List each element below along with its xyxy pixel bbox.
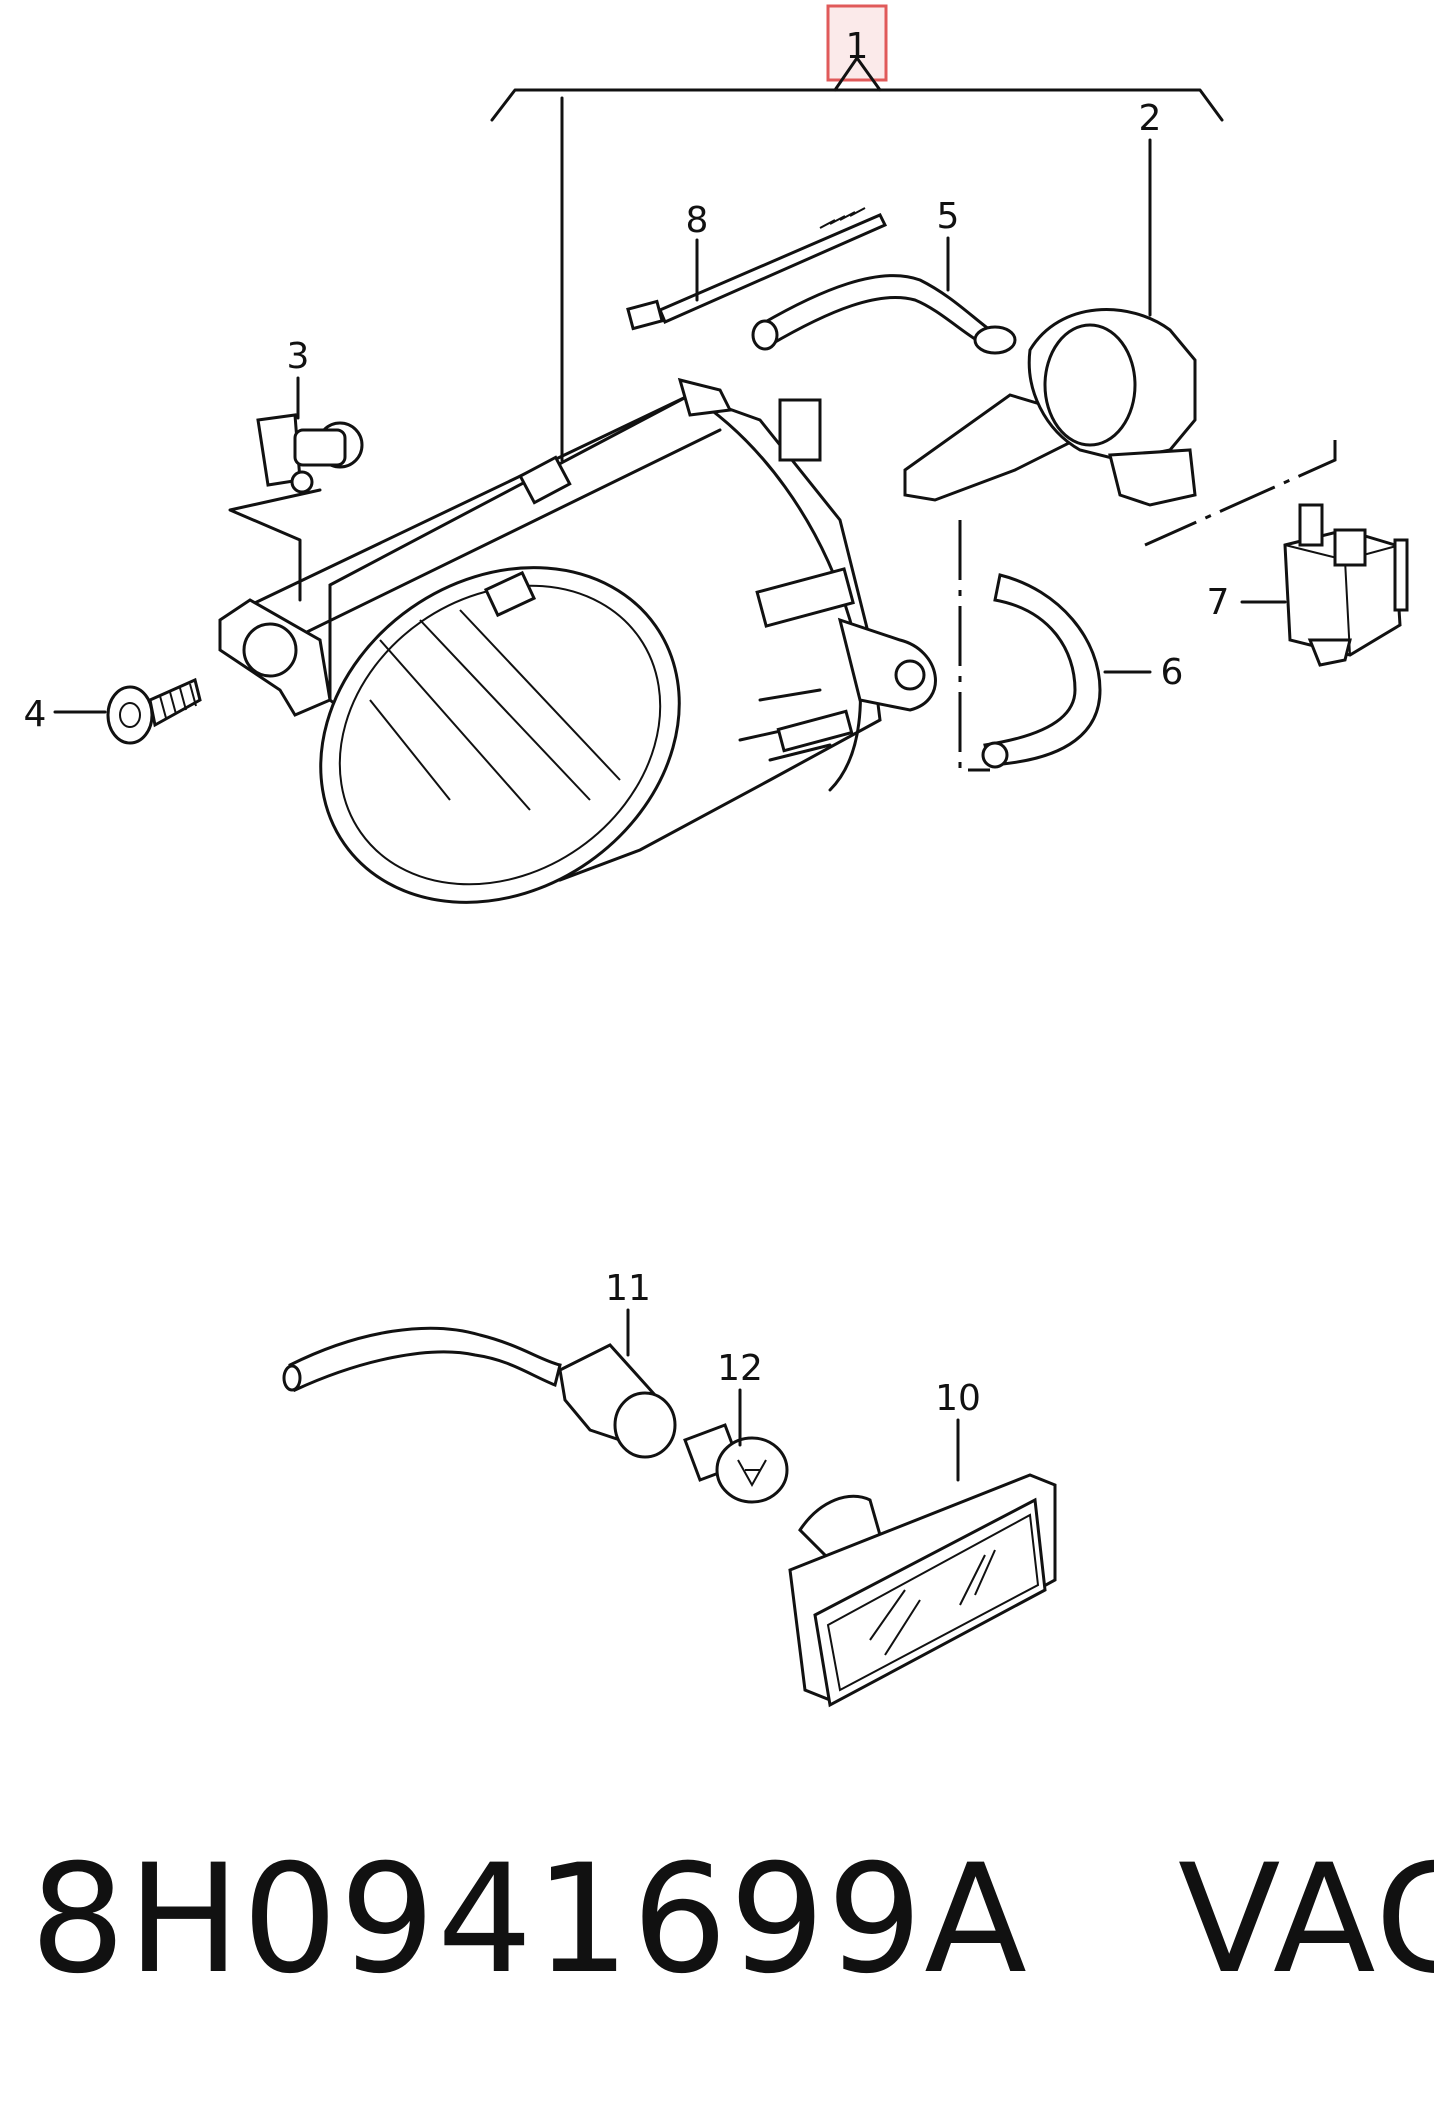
leader-6b bbox=[958, 520, 990, 772]
leader-7b bbox=[1144, 440, 1337, 547]
callout-4[interactable]: 4 bbox=[24, 694, 47, 735]
side-marker-lamp bbox=[788, 1418, 1057, 1708]
brand-name: VAG bbox=[1177, 1833, 1434, 2007]
fog-lamp-housing bbox=[218, 377, 937, 904]
callout-6[interactable]: 6 bbox=[1161, 652, 1184, 693]
part-number: 8H0941699A bbox=[30, 1833, 1029, 2007]
callout-11[interactable]: 11 bbox=[605, 1268, 651, 1309]
callout-8[interactable]: 8 bbox=[686, 200, 709, 241]
bulb-socket-assembly bbox=[903, 138, 1197, 507]
hose-part bbox=[958, 520, 1152, 772]
callout-1[interactable]: 1 bbox=[826, 4, 888, 82]
callout-3[interactable]: 3 bbox=[287, 336, 310, 377]
side-socket-wire bbox=[282, 1308, 677, 1459]
callout-12[interactable]: 12 bbox=[717, 1348, 763, 1389]
ground-wire bbox=[751, 236, 1017, 355]
callout-1-label: 1 bbox=[846, 26, 869, 67]
cable-tie bbox=[626, 207, 888, 331]
screw-part bbox=[53, 677, 202, 745]
group-bracket bbox=[490, 88, 1224, 122]
callout-2[interactable]: 2 bbox=[1139, 98, 1162, 139]
callout-10[interactable]: 10 bbox=[935, 1378, 981, 1419]
clip-part bbox=[228, 376, 364, 602]
callout-5[interactable]: 5 bbox=[937, 196, 960, 237]
callout-7[interactable]: 7 bbox=[1207, 582, 1230, 623]
connector-part bbox=[1144, 440, 1409, 667]
part-number-label: 8H0941699A VAG bbox=[30, 1820, 1434, 2020]
leader-3b bbox=[228, 488, 322, 602]
side-bulb bbox=[683, 1388, 789, 1504]
